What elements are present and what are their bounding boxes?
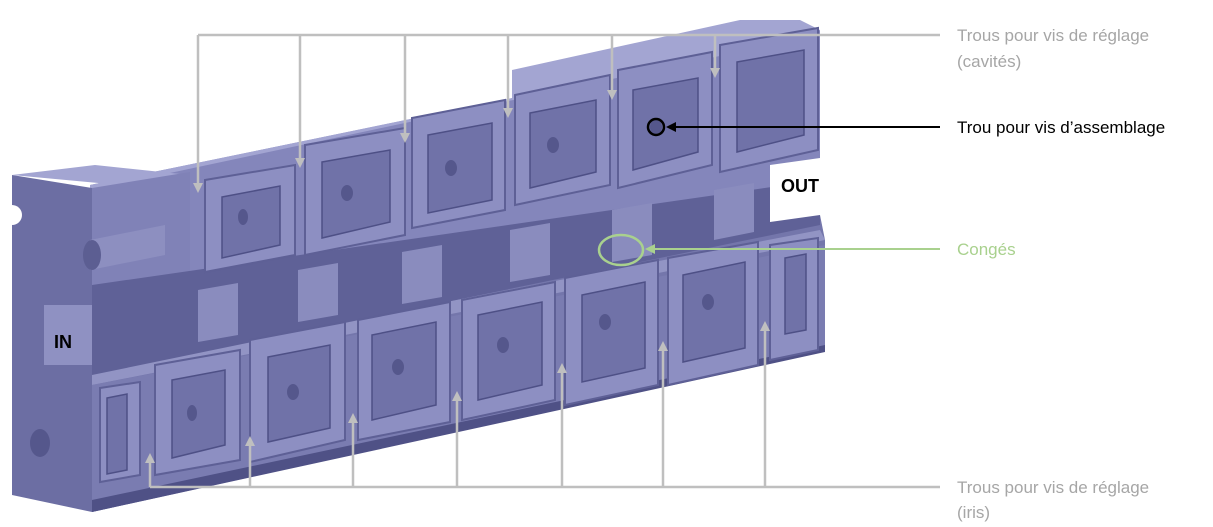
iris-holes-label-line1: Trous pour vis de réglage — [957, 478, 1149, 497]
iris-holes-label-line2: (iris) — [957, 503, 990, 522]
cavity-holes-label-line1: Trous pour vis de réglage — [957, 26, 1149, 45]
cavity-holes-leaders — [196, 33, 940, 190]
fillet-callout — [597, 233, 940, 267]
iris-holes-leaders — [148, 330, 940, 489]
cavity-holes-arrowheads — [193, 68, 720, 193]
assembly-hole-callout — [646, 117, 940, 137]
filter-block-body — [12, 20, 825, 512]
port-out-label: OUT — [781, 176, 819, 196]
assembly-hole-label: Trou pour vis d’assemblage — [957, 118, 1165, 137]
fillets-label: Congés — [957, 240, 1016, 259]
cavity-holes-label-line2: (cavités) — [957, 52, 1021, 71]
iris-holes-arrowheads — [145, 321, 770, 463]
port-in-label: IN — [54, 332, 72, 352]
